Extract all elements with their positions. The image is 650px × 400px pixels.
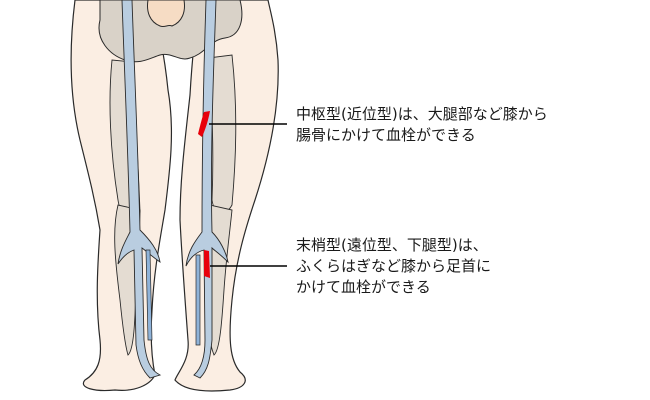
sacrum bbox=[147, 0, 185, 28]
central-dvt-annotation: 中枢型(近位型)は、大腿部など膝から 腸骨にかけて血栓ができる bbox=[296, 104, 548, 146]
peripheral-line-1: 末梢型(遠位型、下腿型)は、 bbox=[296, 236, 488, 254]
peripheral-thrombus bbox=[204, 250, 210, 278]
peripheral-dvt-annotation: 末梢型(遠位型、下腿型)は、 ふくらはぎなど膝から足首に かけて血栓ができる bbox=[296, 235, 491, 298]
peripheral-line-3: かけて血栓ができる bbox=[296, 278, 431, 296]
central-line-2: 腸骨にかけて血栓ができる bbox=[296, 126, 476, 144]
central-line-1: 中枢型(近位型)は、大腿部など膝から bbox=[296, 105, 548, 123]
thrombus-markers bbox=[198, 111, 210, 278]
veins bbox=[117, 0, 229, 379]
leader-lines bbox=[209, 123, 287, 267]
deep-veins bbox=[145, 249, 201, 346]
legs-silhouette bbox=[70, 0, 279, 392]
central-thrombus bbox=[198, 111, 210, 137]
peripheral-line-2: ふくらはぎなど膝から足首に bbox=[296, 257, 492, 275]
